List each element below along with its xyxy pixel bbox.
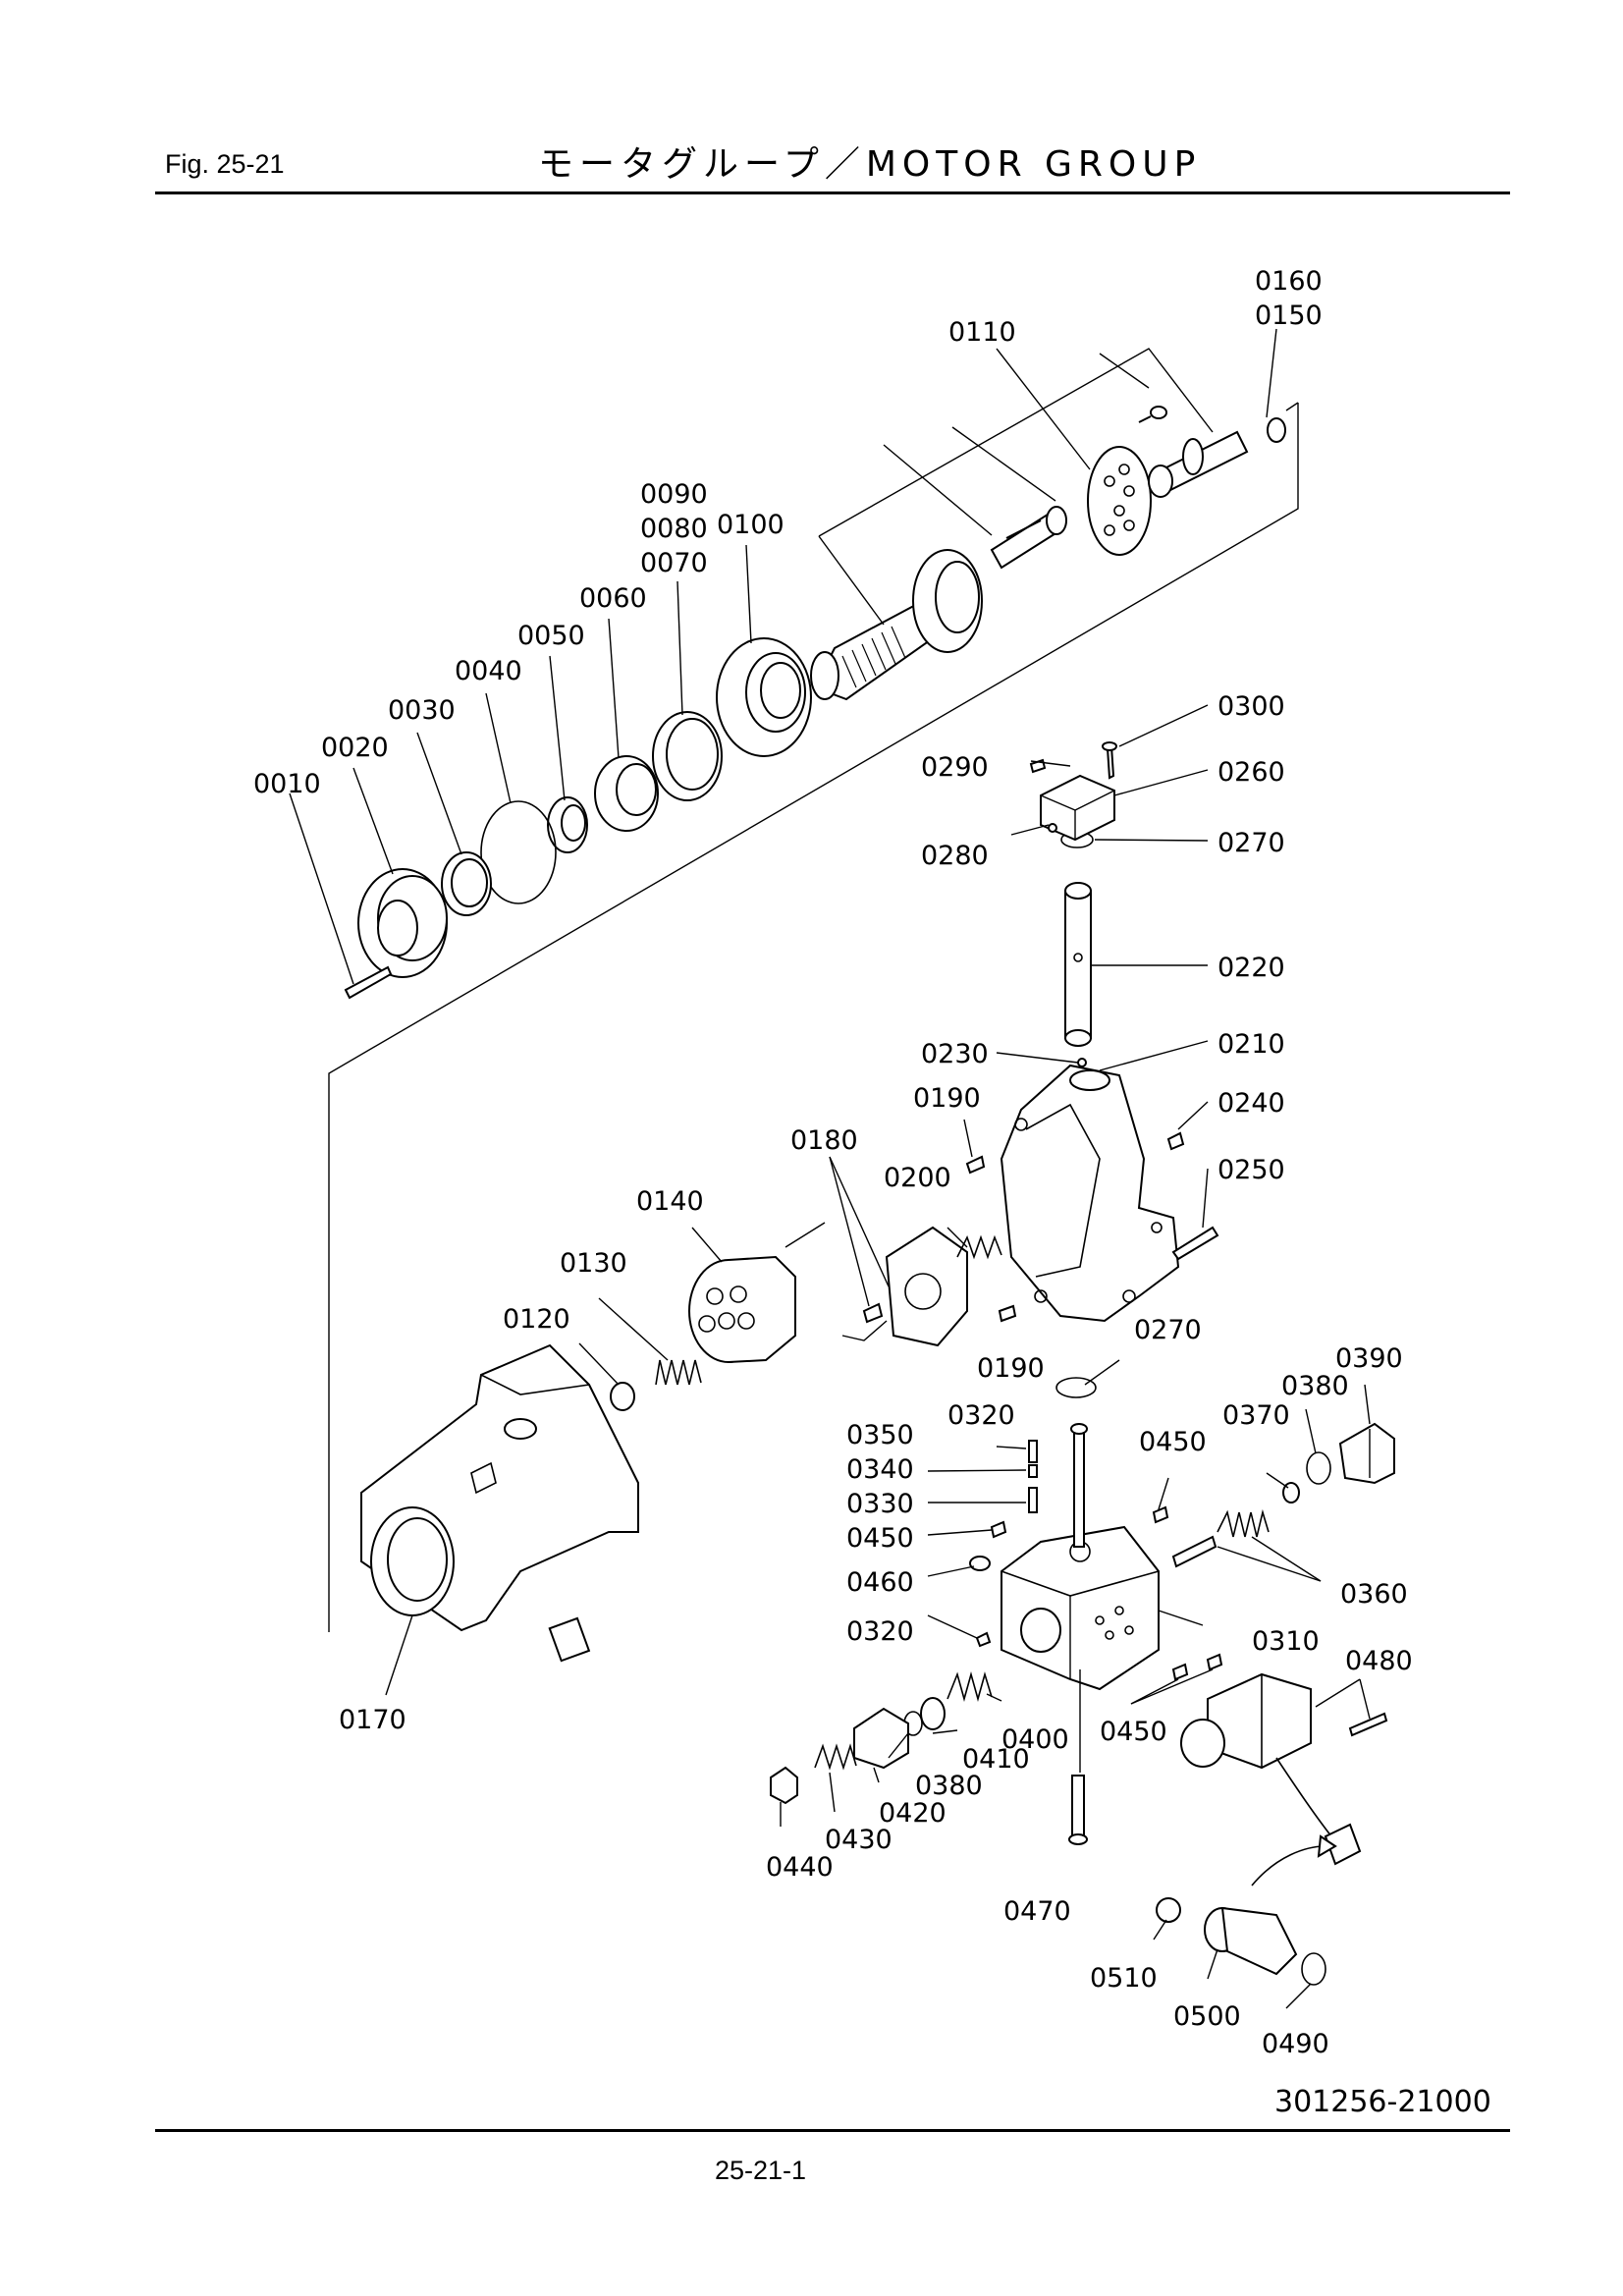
callout-0120: 0120 [503,1304,570,1335]
callout-0070: 0070 [640,548,708,578]
leader-lines [289,328,1371,2009]
shaft-assembly [810,406,1286,701]
figure-number: Fig. 25-21 [165,149,285,179]
front-cover-parts [344,637,812,1000]
callout-0450-lower: 0450 [1100,1717,1167,1747]
connector-parts [1156,1897,1326,1986]
callout-labels: 0010 0020 0030 0040 0050 0060 0070 0080 … [253,266,1413,2059]
callout-0290: 0290 [921,752,989,783]
relief-valve-right [1171,1422,1395,1568]
callout-0040: 0040 [455,656,522,686]
callout-0360: 0360 [1340,1579,1408,1610]
callout-0510: 0510 [1090,1963,1158,1994]
callout-0310: 0310 [1252,1626,1320,1657]
callout-0130: 0130 [560,1248,627,1279]
callout-0170: 0170 [339,1705,406,1735]
valve-block [969,1423,1223,1691]
callout-0380-right: 0380 [1281,1371,1349,1401]
callout-0240: 0240 [1217,1088,1285,1119]
callout-0330: 0330 [846,1489,914,1519]
solenoid [1180,1672,1388,1886]
callout-0180: 0180 [790,1125,858,1156]
callout-0080: 0080 [640,514,708,544]
callout-0450-upper: 0450 [1139,1427,1207,1457]
head-block [965,1058,1219,1323]
callout-0300: 0300 [1217,691,1285,722]
callout-0400: 0400 [1001,1724,1069,1755]
tube-and-cap [1029,741,1117,1047]
callout-0230: 0230 [921,1039,989,1069]
callout-0210: 0210 [1217,1029,1285,1060]
cylinder-block-parts [610,1222,1002,1411]
callout-0140: 0140 [636,1186,704,1217]
callout-0260: 0260 [1217,757,1285,788]
callout-0050: 0050 [517,621,585,651]
callout-0480: 0480 [1345,1646,1413,1676]
callout-0060: 0060 [579,583,647,614]
header-rule [155,191,1510,194]
callout-0420: 0420 [879,1798,947,1829]
callout-0350: 0350 [846,1420,914,1450]
callout-0460: 0460 [846,1567,914,1598]
housing [360,1343,639,1663]
callout-0220: 0220 [1217,953,1285,983]
footer-rule [155,2129,1510,2132]
bolt-0470 [1068,1775,1088,1845]
callout-0470: 0470 [1003,1896,1071,1927]
callout-0150: 0150 [1255,301,1323,331]
callout-0270-lower: 0270 [1134,1315,1202,1345]
callout-0250: 0250 [1217,1155,1285,1185]
callout-0090: 0090 [640,479,708,510]
callout-0280: 0280 [921,841,989,871]
callout-0320-lower: 0320 [846,1616,914,1647]
page-number: 25-21-1 [715,2156,807,2185]
relief-valve-left [770,1671,993,1805]
callout-0100: 0100 [717,510,784,540]
callout-0390: 0390 [1335,1343,1403,1374]
callout-0110: 0110 [948,317,1016,348]
callout-0160: 0160 [1255,266,1323,297]
upper-group-outline [328,402,1299,1632]
callout-0200: 0200 [884,1163,951,1193]
callout-0020: 0020 [321,733,389,763]
callout-0490: 0490 [1262,2029,1329,2059]
page-title: モータグループ／MOTOR GROUP [538,144,1202,185]
callout-0380-left: 0380 [915,1771,983,1801]
callout-0410: 0410 [962,1744,1030,1775]
callout-0450-left: 0450 [846,1523,914,1554]
drawing-number: 301256-21000 [1274,2085,1491,2119]
shaft-bracket-lines [818,348,1214,626]
callout-0270-upper: 0270 [1217,828,1285,858]
callout-0500: 0500 [1173,2001,1241,2032]
callout-0190-lower: 0190 [977,1353,1045,1384]
callout-0340: 0340 [846,1454,914,1485]
callout-0190-upper: 0190 [913,1083,981,1114]
callout-0320-upper: 0320 [947,1400,1015,1431]
callout-0030: 0030 [388,695,456,726]
callout-0440: 0440 [766,1852,834,1883]
o-ring-lower [1055,1377,1097,1398]
callout-0430: 0430 [825,1825,893,1855]
callout-0010: 0010 [253,769,321,799]
callout-0370: 0370 [1222,1400,1290,1431]
